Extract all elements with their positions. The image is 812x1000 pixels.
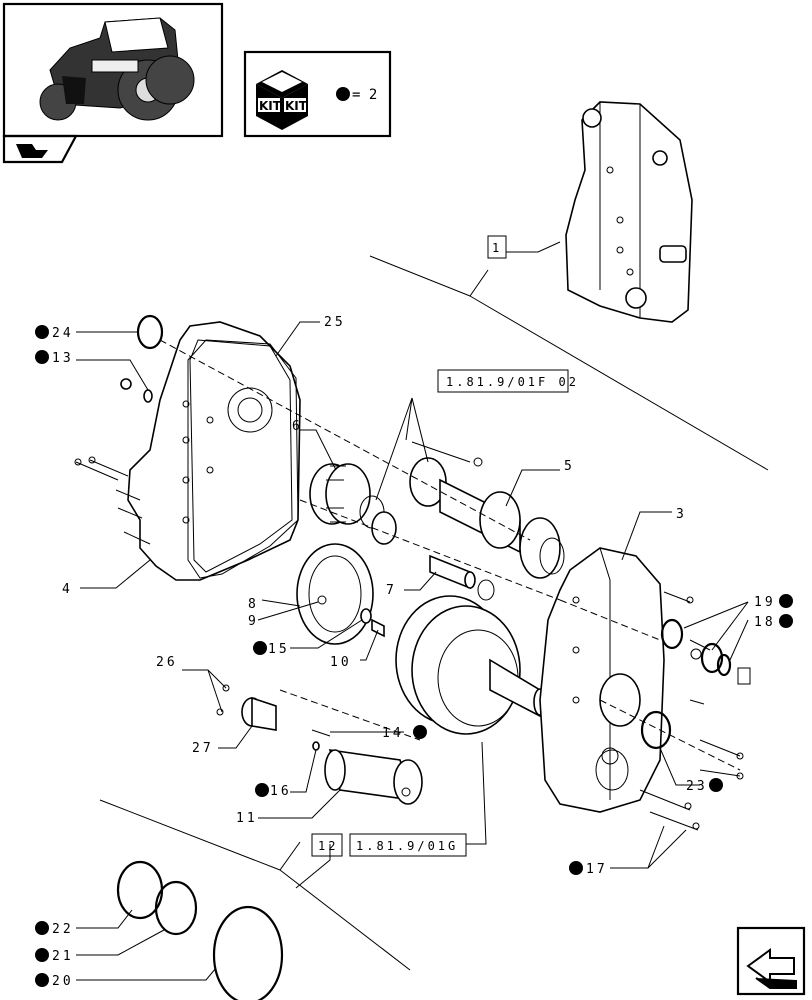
bolts-left[interactable]: [74, 378, 151, 545]
piston-part-11[interactable]: [324, 749, 423, 805]
bolts-right[interactable]: [639, 591, 751, 831]
left-housing-part-4[interactable]: [127, 321, 301, 581]
ref-12-text[interactable]: 12: [318, 839, 338, 853]
bullet-icon: [35, 325, 49, 339]
nav-tab-icon[interactable]: [2, 134, 78, 164]
callout-5[interactable]: 5: [564, 459, 575, 474]
pin-part-14[interactable]: [311, 729, 331, 737]
bullet-icon: [255, 783, 269, 797]
ref-box-g[interactable]: 1.81.9/01G: [349, 833, 467, 857]
o-ring-part-15[interactable]: [360, 608, 372, 624]
bullet-icon: [779, 614, 793, 628]
callout-18[interactable]: 18: [754, 615, 776, 630]
seal-part-13[interactable]: [143, 389, 153, 403]
o-ring-part-18[interactable]: [700, 642, 724, 674]
ref-f02-text[interactable]: 1.81.9/01F 02: [446, 375, 579, 389]
bullet-icon: [779, 594, 793, 608]
callout-labels: 24 13 25 6 5 3 4 8 9 15 10 7 26 27 14 16…: [35, 315, 793, 989]
callout-15[interactable]: 15: [268, 642, 290, 657]
callout-23[interactable]: 23: [686, 779, 708, 794]
ref-g-text[interactable]: 1.81.9/01G: [356, 839, 458, 853]
bullet-icon: [35, 973, 49, 987]
bullet-icon: [35, 921, 49, 935]
kit-label-right: KIT: [285, 99, 308, 113]
callout-7[interactable]: 7: [386, 583, 397, 598]
kit-quantity: = 2: [352, 87, 377, 103]
ref-box-12[interactable]: 12: [311, 833, 343, 857]
callout-21[interactable]: 21: [52, 949, 74, 964]
callout-9[interactable]: 9: [248, 614, 259, 629]
gear-assembly-part-12[interactable]: [395, 595, 547, 735]
bullet-icon: [35, 948, 49, 962]
callout-11[interactable]: 11: [236, 811, 258, 826]
callout-13[interactable]: 13: [52, 351, 74, 366]
leader-lines: [76, 321, 749, 981]
collar-ring[interactable]: [371, 511, 397, 545]
tractor-thumbnail[interactable]: [2, 2, 224, 138]
o-ring-part-16[interactable]: [312, 741, 320, 751]
bullet-icon: [569, 861, 583, 875]
callout-8[interactable]: 8: [248, 597, 259, 612]
bullet-icon: [413, 725, 427, 739]
callout-16[interactable]: 16: [270, 784, 292, 799]
assembly-1-housing[interactable]: [565, 101, 693, 323]
ring-small[interactable]: [477, 579, 495, 601]
callout-22[interactable]: 22: [52, 922, 74, 937]
callout-6[interactable]: 6: [292, 419, 303, 434]
ref-box-1[interactable]: [487, 235, 507, 259]
callout-24[interactable]: 24: [52, 326, 74, 341]
o-ring-small-18[interactable]: [716, 653, 732, 677]
callout-10[interactable]: 10: [330, 655, 352, 670]
gasket-part-25[interactable]: [187, 339, 299, 579]
callout-20[interactable]: 20: [52, 974, 74, 989]
kit-label-left: KIT: [259, 99, 282, 113]
o-ring-part-21[interactable]: [154, 880, 198, 936]
callout-17[interactable]: 17: [586, 862, 608, 877]
cover-plate-part-8[interactable]: [296, 543, 374, 645]
next-page-arrow-icon[interactable]: [736, 926, 806, 996]
shaft-part-5[interactable]: [409, 457, 565, 579]
gear-part-6[interactable]: [309, 463, 371, 525]
o-ring-part-23[interactable]: [640, 710, 672, 750]
callout-26[interactable]: 26: [156, 655, 178, 670]
circlip-small[interactable]: [473, 457, 483, 467]
callout-4[interactable]: 4: [62, 582, 73, 597]
ref-1[interactable]: 1: [492, 241, 502, 255]
o-ring-part-20[interactable]: [212, 905, 284, 1000]
sensor-part-27[interactable]: [216, 684, 277, 731]
callout-19[interactable]: 19: [754, 595, 776, 610]
o-ring-part-19[interactable]: [660, 618, 684, 650]
bullet-icon: [35, 350, 49, 364]
o-ring-part-24[interactable]: [136, 314, 164, 350]
callout-27[interactable]: 27: [192, 741, 214, 756]
callout-3[interactable]: 3: [676, 507, 687, 522]
bullet-icon: [253, 641, 267, 655]
bullet-icon: [336, 87, 350, 101]
dowel-part-10[interactable]: [371, 618, 385, 638]
right-cover-part-3[interactable]: [539, 547, 665, 813]
callout-14[interactable]: 14: [382, 726, 404, 741]
callout-25[interactable]: 25: [324, 315, 346, 330]
ref-box-f02[interactable]: 1.81.9/01F 02: [437, 369, 579, 393]
kit-legend: KIT KIT = 2: [243, 50, 392, 138]
pin-part-7[interactable]: [429, 554, 476, 590]
bullet-icon: [709, 778, 723, 792]
